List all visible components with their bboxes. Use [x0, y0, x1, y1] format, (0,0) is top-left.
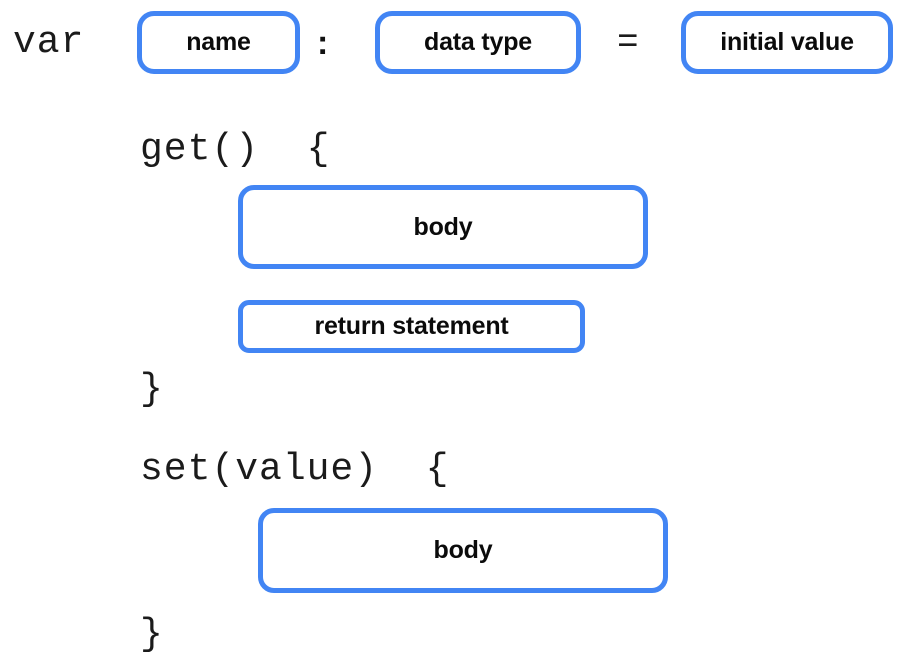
setter-body-placeholder-box[interactable]: body [258, 508, 668, 593]
colon-separator: : [317, 24, 329, 62]
name-placeholder-box[interactable]: name [137, 11, 300, 74]
setter-header: set(value) { [140, 448, 450, 491]
setter-body-placeholder-label: body [433, 536, 493, 564]
name-placeholder-label: name [186, 28, 251, 56]
return-statement-placeholder-box[interactable]: return statement [238, 300, 585, 353]
setter-closing-brace: } [140, 613, 164, 656]
initial-value-placeholder-label: initial value [720, 28, 854, 56]
getter-header: get() { [140, 128, 331, 171]
initial-value-placeholder-box[interactable]: initial value [681, 11, 893, 74]
equals-operator: = [617, 22, 639, 63]
getter-body-placeholder-box[interactable]: body [238, 185, 648, 269]
return-statement-placeholder-label: return statement [314, 312, 509, 340]
var-keyword: var [13, 21, 85, 64]
getter-closing-brace: } [140, 368, 164, 411]
getter-body-placeholder-label: body [413, 212, 473, 241]
data-type-placeholder-label: data type [424, 28, 532, 56]
data-type-placeholder-box[interactable]: data type [375, 11, 581, 74]
